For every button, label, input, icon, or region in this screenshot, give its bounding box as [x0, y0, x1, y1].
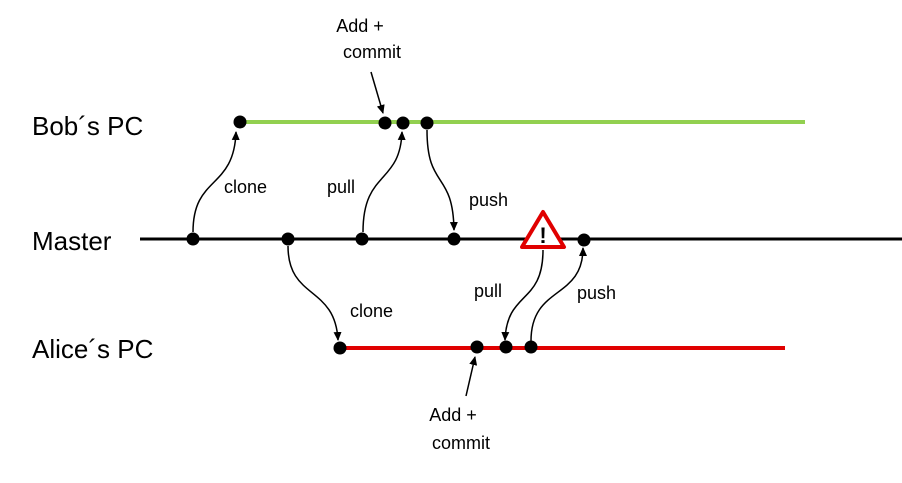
master-commit-dot: [186, 232, 200, 246]
bob-push-arrow: [426, 129, 458, 231]
alice-pull-arrow: [501, 249, 544, 341]
master-lane-label: Master: [32, 226, 112, 256]
bob-clone-arrow: [192, 131, 240, 233]
bob-commit-dot: [233, 115, 247, 129]
alice-push-arrow: [530, 247, 587, 342]
alice-commit-dot: [524, 340, 538, 354]
bob-lane-label: Bob´s PC: [32, 111, 143, 141]
alice-commit-dot: [499, 340, 513, 354]
bob-push-label: push: [469, 190, 508, 210]
alice-lane-label: Alice´s PC: [32, 334, 153, 364]
alice-clone-arrow: [287, 245, 342, 341]
bob-add-commit-arrow: [370, 71, 385, 114]
bob-add-commit-label-line2: commit: [343, 42, 401, 62]
master-commit-dot: [355, 232, 369, 246]
bob-commit-dot: [378, 116, 392, 130]
alice-clone-label: clone: [350, 301, 393, 321]
alice-add-commit-label-line1: Add +: [429, 405, 477, 425]
alice-add-commit-label-line2: commit: [432, 433, 490, 453]
alice-push-label: push: [577, 283, 616, 303]
bob-commit-dot: [396, 116, 410, 130]
alice-commit-dot: [470, 340, 484, 354]
alice-commit-dot: [333, 341, 347, 355]
bob-commit-dot: [420, 116, 434, 130]
warning-triangle-icon: !: [520, 210, 566, 249]
master-commit-dot: [577, 233, 591, 247]
bob-pull-arrow: [362, 131, 406, 233]
bob-clone-label: clone: [224, 177, 267, 197]
bob-add-commit-label-line1: Add +: [336, 16, 384, 36]
alice-pull-label: pull: [474, 281, 502, 301]
alice-add-commit-arrow: [465, 356, 478, 397]
warning-symbol: !: [539, 223, 546, 248]
bob-pull-label: pull: [327, 177, 355, 197]
master-commit-dot: [447, 232, 461, 246]
master-commit-dot: [281, 232, 295, 246]
